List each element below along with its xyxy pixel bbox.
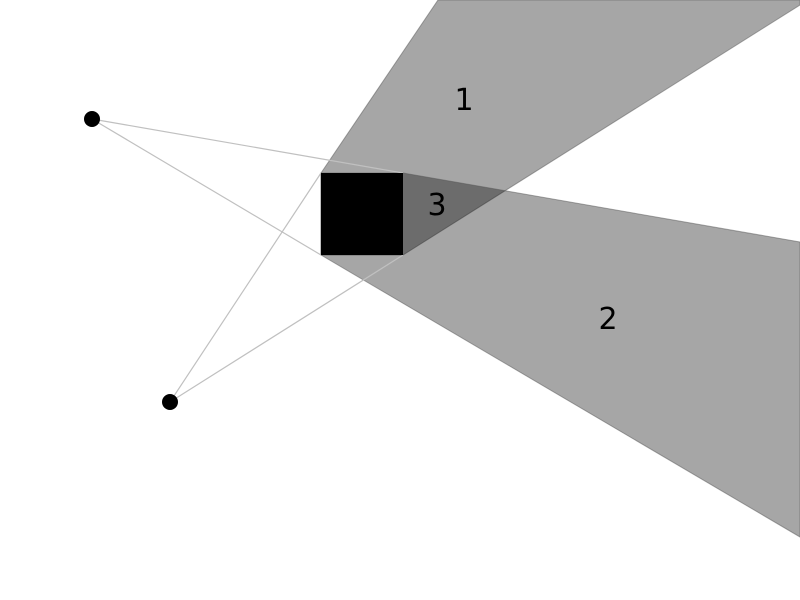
ray-a-bottom — [91, 118, 322, 256]
light-source-a[interactable] — [84, 111, 100, 127]
ray-a-top — [91, 118, 404, 174]
ray-b-top — [169, 172, 322, 403]
occluder-square — [321, 173, 403, 255]
region-label-1: 1 — [454, 83, 473, 118]
region-label-3: 3 — [427, 188, 446, 223]
light-source-b[interactable] — [162, 394, 178, 410]
region-label-2: 2 — [598, 302, 617, 337]
ray-b-bottom — [169, 254, 404, 403]
